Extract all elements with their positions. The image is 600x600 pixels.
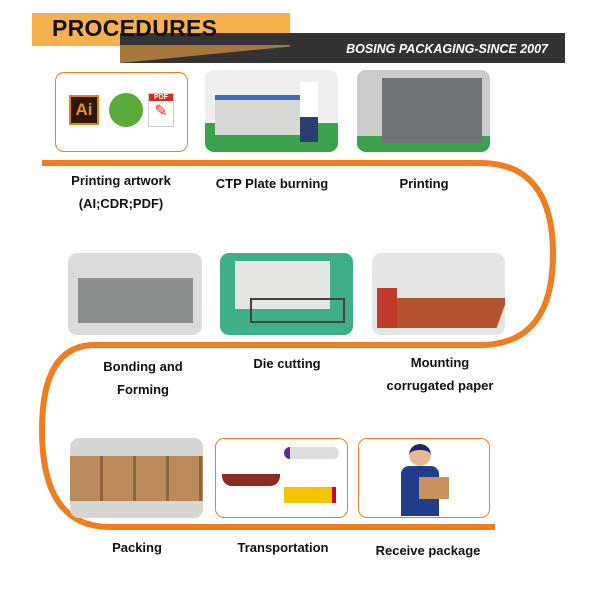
receive-package-illustration — [358, 438, 490, 518]
step-label-packing: Packing — [112, 540, 162, 555]
bonding-forming-photo — [68, 253, 202, 335]
step-label-transportation: Transportation — [237, 540, 329, 555]
step-label-die-cutting: Die cutting — [253, 356, 321, 371]
ctp-plate-photo — [205, 70, 338, 152]
die-cutting-photo — [220, 253, 353, 335]
step-label-receive-package: Receive package — [375, 543, 481, 558]
step-label-printing-artwork: Printing artwork(AI;CDR;PDF) — [71, 173, 171, 211]
illustrator-icon: Ai — [69, 95, 99, 125]
transportation-illustration — [215, 438, 348, 518]
pdf-icon: PDF ✎ — [148, 93, 174, 127]
mounting-corrugated-photo — [372, 253, 505, 335]
artwork-file-icons: Ai PDF ✎ — [55, 72, 188, 152]
printing-press-photo — [357, 70, 490, 152]
page-title: PROCEDURES — [52, 15, 218, 41]
company-tagline: BOSING PACKAGING-SINCE 2007 — [346, 42, 548, 56]
packing-photo — [70, 438, 203, 518]
coreldraw-icon — [109, 93, 143, 127]
step-label-ctp-plate-burning: CTP Plate burning — [215, 176, 329, 191]
step-label-printing: Printing — [399, 176, 449, 191]
